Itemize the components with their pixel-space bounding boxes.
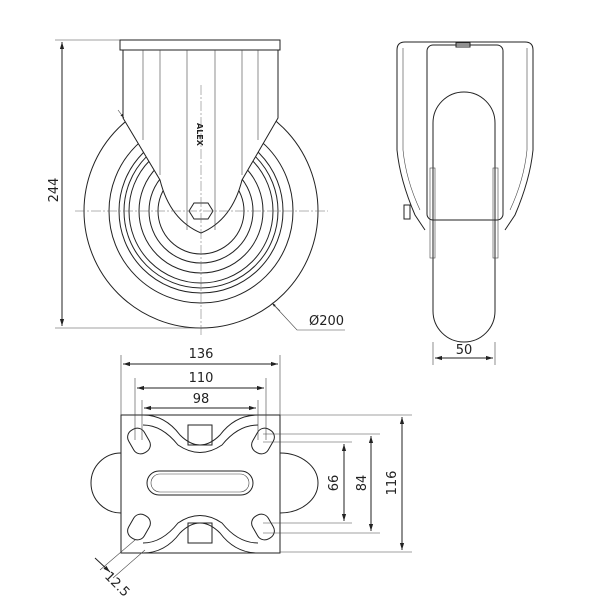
- wheel-bump-right: [279, 452, 319, 514]
- plate-length-dimension: 116: [385, 471, 400, 496]
- bolt-top: [187, 424, 213, 446]
- plate-width-dimension: 136: [189, 347, 214, 362]
- hole-spacing-inner-dimension: 98: [193, 392, 210, 407]
- top-plate: [119, 39, 281, 51]
- bolt-bottom: [187, 522, 213, 544]
- mounting-plate: [120, 414, 281, 554]
- top-view: 136 110 98 66 84 116 12.5: [90, 347, 412, 600]
- hole-spacing-outer-dimension: 110: [189, 371, 214, 386]
- hole-spacing-long-dimension: 84: [355, 475, 370, 492]
- mounting-slots: [127, 427, 275, 541]
- height-dimension: 244: [47, 178, 62, 203]
- front-view: ALEX 244 Ø200: [47, 39, 345, 335]
- brand-logo: ALEX: [195, 123, 204, 147]
- wheel-side: [432, 91, 496, 343]
- wheel-width-dimension: 50: [456, 343, 473, 358]
- axle-nut-side: [403, 204, 411, 220]
- center-slot: [146, 470, 254, 496]
- diameter-dimension: Ø200: [309, 314, 344, 329]
- slot-width-dimension: 12.5: [101, 569, 132, 600]
- hole-spacing-short-dimension: 66: [327, 475, 342, 492]
- wheel-bump-left: [90, 452, 122, 514]
- side-view: 50: [396, 41, 534, 365]
